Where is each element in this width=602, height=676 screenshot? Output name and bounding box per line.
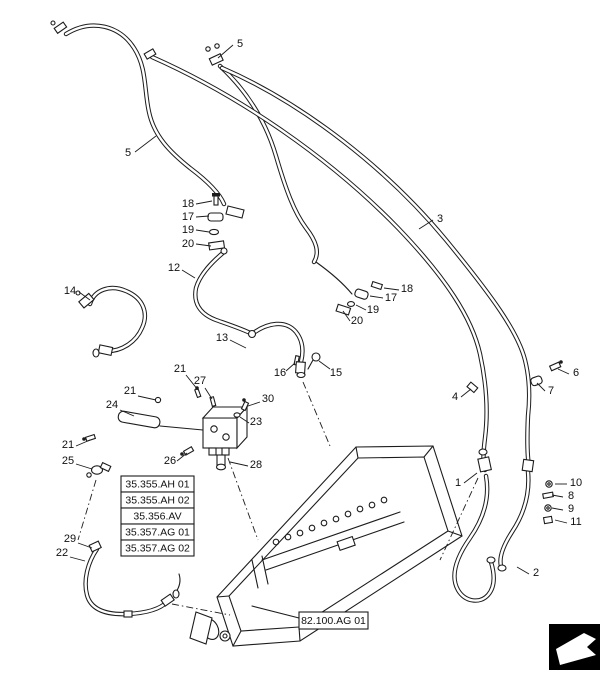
reference-link[interactable]: 35.355.AH 02: [120, 491, 195, 509]
svg-text:14: 14: [64, 285, 76, 297]
svg-text:13: 13: [216, 332, 228, 344]
callout-9: 9: [551, 503, 574, 515]
svg-text:21: 21: [174, 363, 186, 375]
callout-7: 7: [536, 382, 554, 397]
svg-text:82.100.AG 01: 82.100.AG 01: [301, 615, 366, 627]
svg-text:28: 28: [250, 459, 262, 471]
callout-21: 21: [174, 363, 199, 391]
callout-6: 6: [557, 367, 579, 379]
svg-text:21: 21: [124, 385, 136, 397]
callout-26: 26: [164, 452, 188, 467]
svg-text:2: 2: [533, 567, 539, 579]
reference-link[interactable]: 35.357.AG 02: [120, 539, 195, 557]
callout-19: 19: [355, 304, 379, 316]
svg-text:4: 4: [452, 391, 458, 403]
svg-text:15: 15: [330, 367, 342, 379]
callout-24: 24: [106, 399, 135, 417]
svg-text:18: 18: [182, 198, 194, 210]
valve-block: [82, 386, 250, 478]
callout-22: 22: [56, 547, 86, 562]
callout-18: 18: [182, 198, 213, 210]
callout-12: 12: [168, 262, 196, 279]
callout-2: 2: [516, 566, 539, 579]
svg-text:30: 30: [262, 393, 274, 405]
svg-text:10: 10: [570, 477, 582, 489]
svg-text:3: 3: [437, 213, 443, 225]
svg-text:5: 5: [125, 147, 131, 159]
callout-1: 1: [455, 472, 478, 489]
callout-20: 20: [342, 310, 363, 327]
callout-30: 30: [247, 393, 274, 407]
callout-14: 14: [64, 285, 91, 301]
svg-text:17: 17: [385, 292, 397, 304]
svg-text:35.356.AV: 35.356.AV: [133, 511, 181, 523]
callout-16: 16: [274, 362, 296, 379]
svg-text:24: 24: [106, 399, 118, 411]
svg-text:16: 16: [274, 367, 286, 379]
svg-text:20: 20: [182, 238, 194, 250]
brand-logo: [549, 624, 600, 670]
svg-text:1: 1: [455, 477, 461, 489]
callout-15: 15: [318, 360, 342, 379]
svg-text:17: 17: [182, 211, 194, 223]
reference-link[interactable]: 35.355.AH 01: [120, 475, 195, 493]
svg-text:29: 29: [64, 533, 76, 545]
callout-17: 17: [182, 211, 210, 223]
callout-10: 10: [555, 477, 582, 489]
callouts: 5 5 18 17 19 20 12 3 14 13 16 15 18 17 1…: [56, 38, 582, 579]
svg-text:23: 23: [250, 416, 262, 428]
svg-text:9: 9: [568, 503, 574, 515]
svg-text:35.357.AG 02: 35.357.AG 02: [125, 543, 190, 555]
callout-8: 8: [551, 490, 574, 502]
svg-text:35.355.AH 02: 35.355.AH 02: [125, 495, 189, 507]
svg-text:25: 25: [62, 455, 74, 467]
svg-text:5: 5: [237, 38, 243, 50]
reference-link[interactable]: 35.357.AG 01: [120, 523, 195, 541]
svg-text:22: 22: [56, 547, 68, 559]
svg-text:20: 20: [351, 315, 363, 327]
callout-4: 4: [452, 388, 472, 403]
callout-13: 13: [216, 332, 247, 349]
svg-text:35.357.AG 01: 35.357.AG 01: [125, 527, 190, 539]
svg-text:18: 18: [401, 283, 413, 295]
svg-text:26: 26: [164, 455, 176, 467]
callout-27: 27: [194, 375, 213, 400]
machine-frame: [189, 445, 463, 647]
brand-logo-mark-icon: [556, 633, 596, 665]
callout-21: 21: [124, 385, 157, 401]
callout-28: 28: [229, 459, 262, 471]
reference-link[interactable]: 35.356.AV: [120, 507, 195, 525]
callout-17: 17: [369, 292, 397, 304]
svg-text:12: 12: [168, 262, 180, 274]
callout-21: 21: [62, 439, 91, 451]
callout-3: 3: [418, 213, 443, 230]
callout-23: 23: [239, 416, 262, 428]
svg-text:11: 11: [570, 516, 581, 528]
callout-19: 19: [182, 224, 210, 236]
frame-bolt-holes: [272, 496, 388, 546]
callout-5: 5: [125, 135, 157, 159]
callout-11: 11: [554, 516, 582, 528]
svg-text:19: 19: [367, 304, 379, 316]
svg-text:7: 7: [548, 385, 554, 397]
reference-list: 35.355.AH 01 35.355.AH 02 35.356.AV 35.3…: [120, 475, 195, 557]
svg-text:8: 8: [568, 490, 574, 502]
callout-18: 18: [383, 283, 413, 295]
svg-text:27: 27: [194, 375, 206, 387]
frame-reference-link[interactable]: 82.100.AG 01: [298, 611, 369, 630]
callout-5: 5: [217, 38, 243, 59]
construction-lines: [77, 381, 479, 616]
svg-text:6: 6: [573, 367, 579, 379]
callout-29: 29: [64, 533, 93, 549]
svg-text:35.355.AH 01: 35.355.AH 01: [125, 479, 189, 491]
callout-25: 25: [62, 455, 93, 470]
callout-20: 20: [182, 238, 212, 250]
svg-text:21: 21: [62, 439, 74, 451]
fittings-and-fasteners: [50, 20, 563, 618]
svg-text:19: 19: [182, 224, 194, 236]
